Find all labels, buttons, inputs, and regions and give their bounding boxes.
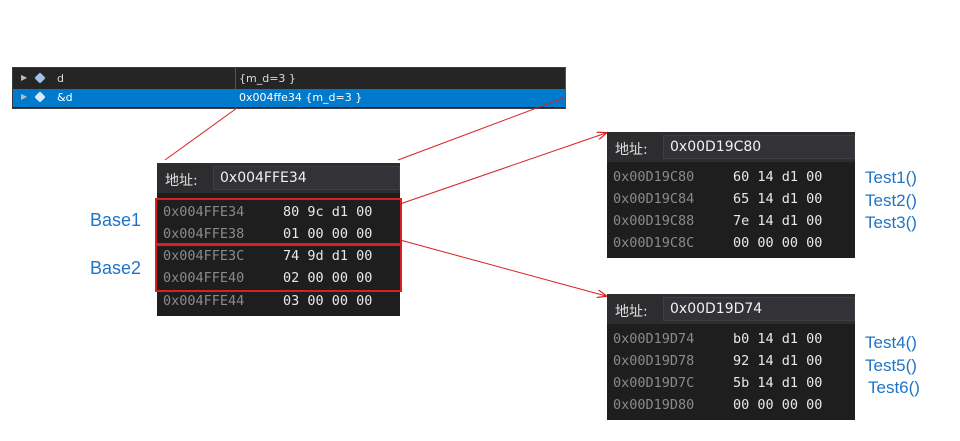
address-value: 0x00D19C80 xyxy=(670,139,762,155)
watch-name: d xyxy=(57,72,64,85)
memory-address: 0x004FFE3C xyxy=(163,248,245,264)
address-input[interactable]: 0x00D19C80 xyxy=(663,135,855,159)
memory-address: 0x004FFE44 xyxy=(163,293,245,309)
address-label: 地址: xyxy=(615,142,648,158)
memory-address: 0x00D19C80 xyxy=(613,169,695,185)
memory-bytes: 01 00 00 00 xyxy=(283,226,373,242)
memory-bytes: 5b 14 d1 00 xyxy=(733,375,823,391)
memory-header: 地址: 0x00D19D74 xyxy=(607,294,855,324)
arrow-to-vtable2 xyxy=(399,239,606,296)
memory-bytes: 7e 14 d1 00 xyxy=(733,213,823,229)
test5-label: Test5() xyxy=(865,356,917,375)
base1-label: Base1 xyxy=(90,210,142,230)
memory-bytes: 03 00 00 00 xyxy=(283,293,373,309)
address-input[interactable]: 0x004FFE34 xyxy=(213,166,400,190)
memory-bytes: 02 00 00 00 xyxy=(283,270,373,286)
memory-address: 0x004FFE38 xyxy=(163,226,245,242)
address-input[interactable]: 0x00D19D74 xyxy=(663,297,855,321)
watch-value: 0x004ffe34 {m_d=3 } xyxy=(239,91,363,104)
address-label: 地址: xyxy=(165,173,198,189)
address-label: 地址: xyxy=(615,304,648,320)
connector-line xyxy=(397,96,567,161)
memory-address: 0x00D19C88 xyxy=(613,213,695,229)
memory-header: 地址: 0x00D19C80 xyxy=(607,132,855,162)
test6-label: Test6() xyxy=(868,378,920,397)
memory-address: 0x00D19D7C xyxy=(613,375,695,391)
memory-window-vtable1: 地址: 0x00D19C80 0x00D19C80 60 14 d1 00 0x0… xyxy=(607,132,855,258)
memory-address: 0x004FFE40 xyxy=(163,270,245,286)
address-value: 0x004FFE34 xyxy=(220,170,307,186)
watch-window: ▶ d {m_d=3 } ▶ &d 0x004ffe34 {m_d=3 } xyxy=(12,67,566,109)
address-value: 0x00D19D74 xyxy=(670,301,763,317)
memory-bytes: 60 14 d1 00 xyxy=(733,169,823,185)
column-divider xyxy=(235,68,236,108)
watch-name: &d xyxy=(57,91,73,104)
memory-window-vtable2: 地址: 0x00D19D74 0x00D19D74 b0 14 d1 00 0x0… xyxy=(607,294,855,420)
memory-bytes: 92 14 d1 00 xyxy=(733,353,823,369)
memory-address: 0x004FFE34 xyxy=(163,204,245,220)
memory-address: 0x00D19D78 xyxy=(613,353,695,369)
memory-address: 0x00D19D74 xyxy=(613,331,695,347)
memory-bytes: b0 14 d1 00 xyxy=(733,331,823,347)
base2-label: Base2 xyxy=(90,258,142,278)
connector-line xyxy=(164,107,238,161)
test3-label: Test3() xyxy=(865,213,917,232)
base2-highlight xyxy=(155,244,402,292)
test4-label: Test4() xyxy=(865,333,917,352)
memory-bytes: 80 9c d1 00 xyxy=(283,204,373,220)
memory-header: 地址: 0x004FFE34 xyxy=(157,163,400,193)
arrow-to-vtable1 xyxy=(399,133,606,205)
memory-address: 0x00D19C84 xyxy=(613,191,695,207)
memory-address: 0x00D19C8C xyxy=(613,235,695,251)
memory-address: 0x00D19D80 xyxy=(613,397,695,413)
test1-label: Test1() xyxy=(865,168,917,187)
expand-arrow-icon[interactable]: ▶ xyxy=(21,73,28,82)
memory-bytes: 00 00 00 00 xyxy=(733,397,823,413)
watch-row-address-d[interactable]: ▶ &d 0x004ffe34 {m_d=3 } xyxy=(13,89,565,107)
watch-value: {m_d=3 } xyxy=(239,72,296,85)
column-divider xyxy=(565,68,566,108)
watch-row-d[interactable]: ▶ d {m_d=3 } xyxy=(13,70,565,88)
test2-label: Test2() xyxy=(865,191,917,210)
memory-bytes: 00 00 00 00 xyxy=(733,235,823,251)
memory-bytes: 74 9d d1 00 xyxy=(283,248,373,264)
expand-arrow-icon[interactable]: ▶ xyxy=(21,92,28,101)
memory-bytes: 65 14 d1 00 xyxy=(733,191,823,207)
